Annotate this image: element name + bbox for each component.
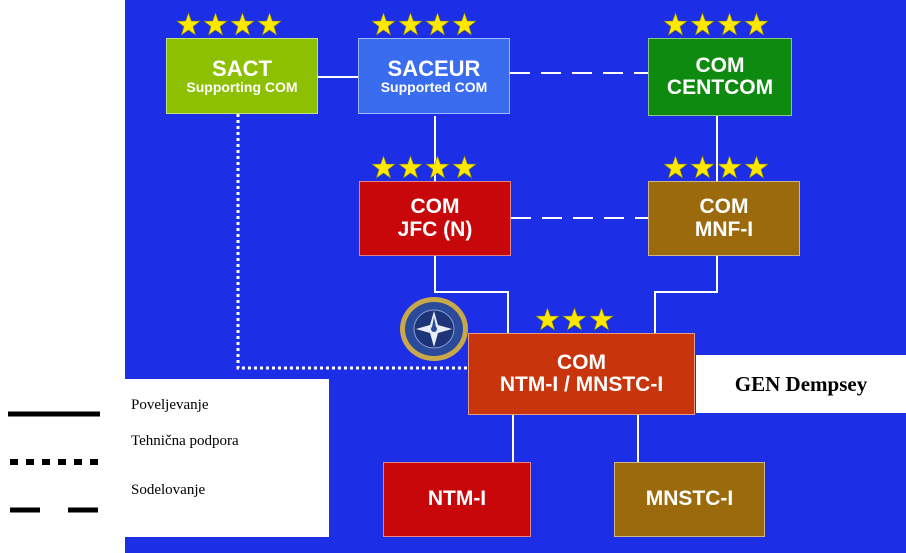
star-icon xyxy=(744,12,769,36)
star-icon xyxy=(589,307,614,331)
ntm-command-node: COM NTM-I / MNSTC-I xyxy=(468,333,695,415)
star-icon xyxy=(452,12,477,36)
star-icon xyxy=(717,12,742,36)
mnf-stars xyxy=(663,155,769,181)
saceur-node: SACEUR Supported COM xyxy=(358,38,510,114)
star-icon xyxy=(744,155,769,179)
saceur-stars xyxy=(371,12,477,38)
jfc-line1: COM xyxy=(410,195,460,219)
saceur-title: SACEUR xyxy=(387,56,481,82)
jfc-line2: JFC (N) xyxy=(397,217,473,241)
legend-label-support: Tehnična podpora xyxy=(131,433,239,449)
ntm-title: NTM-I xyxy=(427,487,487,511)
star-icon xyxy=(535,307,560,331)
star-icon xyxy=(371,12,396,36)
mnf-line2: MNF-I xyxy=(694,217,754,241)
sact-node: SACT Supporting COM xyxy=(166,38,318,114)
centcom-line1: COM xyxy=(695,53,745,77)
mnstc-node: MNSTC-I xyxy=(614,462,765,537)
star-icon xyxy=(562,307,587,331)
legend-label-command: Poveljevanje xyxy=(131,397,209,413)
ntm-command-line1: COM xyxy=(557,350,606,374)
star-icon xyxy=(257,12,282,36)
legend: Poveljevanje Tehnična podpora Sodelovanj… xyxy=(0,379,329,537)
ntm-command-line2: NTM-I / MNSTC-I xyxy=(499,373,664,396)
mnf-node: COM MNF-I xyxy=(648,181,800,256)
star-icon xyxy=(203,12,228,36)
star-icon xyxy=(230,12,255,36)
star-icon xyxy=(717,155,742,179)
jfc-stars xyxy=(371,155,477,181)
line-mnf-ntm xyxy=(654,256,718,333)
star-icon xyxy=(398,155,423,179)
commander-label: GEN Dempsey xyxy=(696,355,906,413)
legend-label-cooperation: Sodelovanje xyxy=(131,482,206,498)
mnf-line1: COM xyxy=(699,195,749,219)
star-icon xyxy=(176,12,201,36)
sact-title: SACT xyxy=(212,56,272,82)
star-icon xyxy=(425,155,450,179)
saceur-subtitle: Supported COM xyxy=(380,79,488,96)
star-icon xyxy=(425,12,450,36)
legend-solid-line xyxy=(8,411,100,417)
ntm-node: NTM-I xyxy=(383,462,531,537)
legend-dashed-line xyxy=(10,507,100,513)
line-sact-ntm xyxy=(236,114,468,370)
centcom-line2: CENTCOM xyxy=(666,76,774,99)
nato-emblem-icon xyxy=(400,297,468,361)
centcom-stars xyxy=(663,12,769,38)
centcom-node: COM CENTCOM xyxy=(648,38,792,116)
star-icon xyxy=(663,12,688,36)
star-icon xyxy=(452,155,477,179)
sact-subtitle: Supporting COM xyxy=(186,79,298,96)
star-icon xyxy=(371,155,396,179)
jfc-node: COM JFC (N) xyxy=(359,181,511,256)
star-icon xyxy=(690,12,715,36)
star-icon xyxy=(398,12,423,36)
sact-stars xyxy=(176,12,282,38)
star-icon xyxy=(690,155,715,179)
line-jfc-ntm xyxy=(434,256,509,333)
star-icon xyxy=(663,155,688,179)
mnstc-title: MNSTC-I xyxy=(645,487,734,511)
legend-dotted-line xyxy=(10,459,100,465)
ntm-command-stars xyxy=(535,307,614,333)
